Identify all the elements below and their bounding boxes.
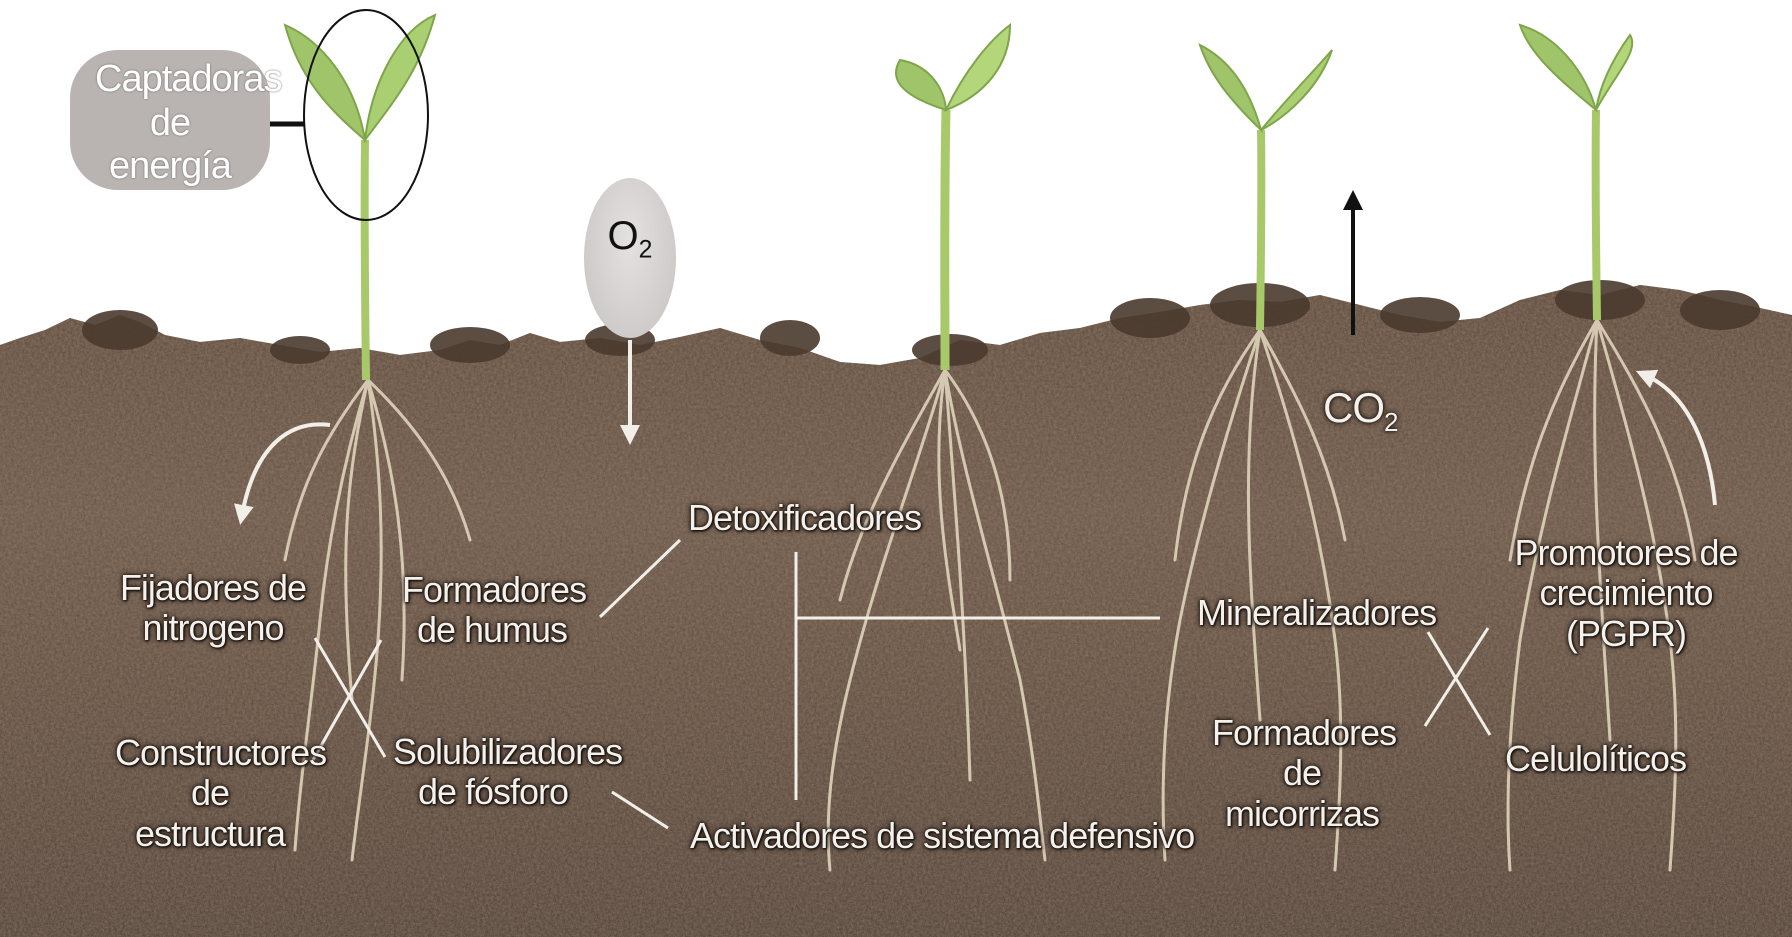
label-constructores: Constructores de estructura	[115, 733, 305, 854]
co2-subscript: 2	[1384, 407, 1397, 437]
seedling-icon-4	[1520, 25, 1632, 320]
label-solubilizadores: Solubilizadores de fósforo	[393, 732, 593, 813]
o2-label: O	[608, 214, 639, 258]
o2-bubble: O2	[584, 178, 676, 338]
co2-label: CO	[1323, 384, 1384, 431]
label-celuloliticos: Celulolíticos	[1505, 739, 1686, 779]
label-formadores-micorrizas: Formadores de micorrizas	[1212, 713, 1392, 834]
label-mineralizadores: Mineralizadores	[1197, 593, 1436, 633]
o2-subscript: 2	[639, 237, 653, 264]
co2-label-group: CO2	[1323, 384, 1397, 438]
label-promotores: Promotores de crecimiento (PGPR)	[1497, 533, 1755, 654]
captadoras-label: Captadoras de energía	[95, 58, 245, 189]
captadoras-bubble: Captadoras de energía	[70, 50, 270, 190]
label-formadores-humus: Formadores de humus	[402, 570, 582, 651]
label-fijadores: Fijadores de nitrogeno	[118, 568, 308, 649]
seedling-icon-1	[285, 15, 435, 380]
seedling-icon-2	[896, 25, 1010, 370]
label-detoxificadores: Detoxificadores	[688, 498, 921, 538]
label-activadores: Activadores de sistema defensivo	[690, 816, 1194, 856]
